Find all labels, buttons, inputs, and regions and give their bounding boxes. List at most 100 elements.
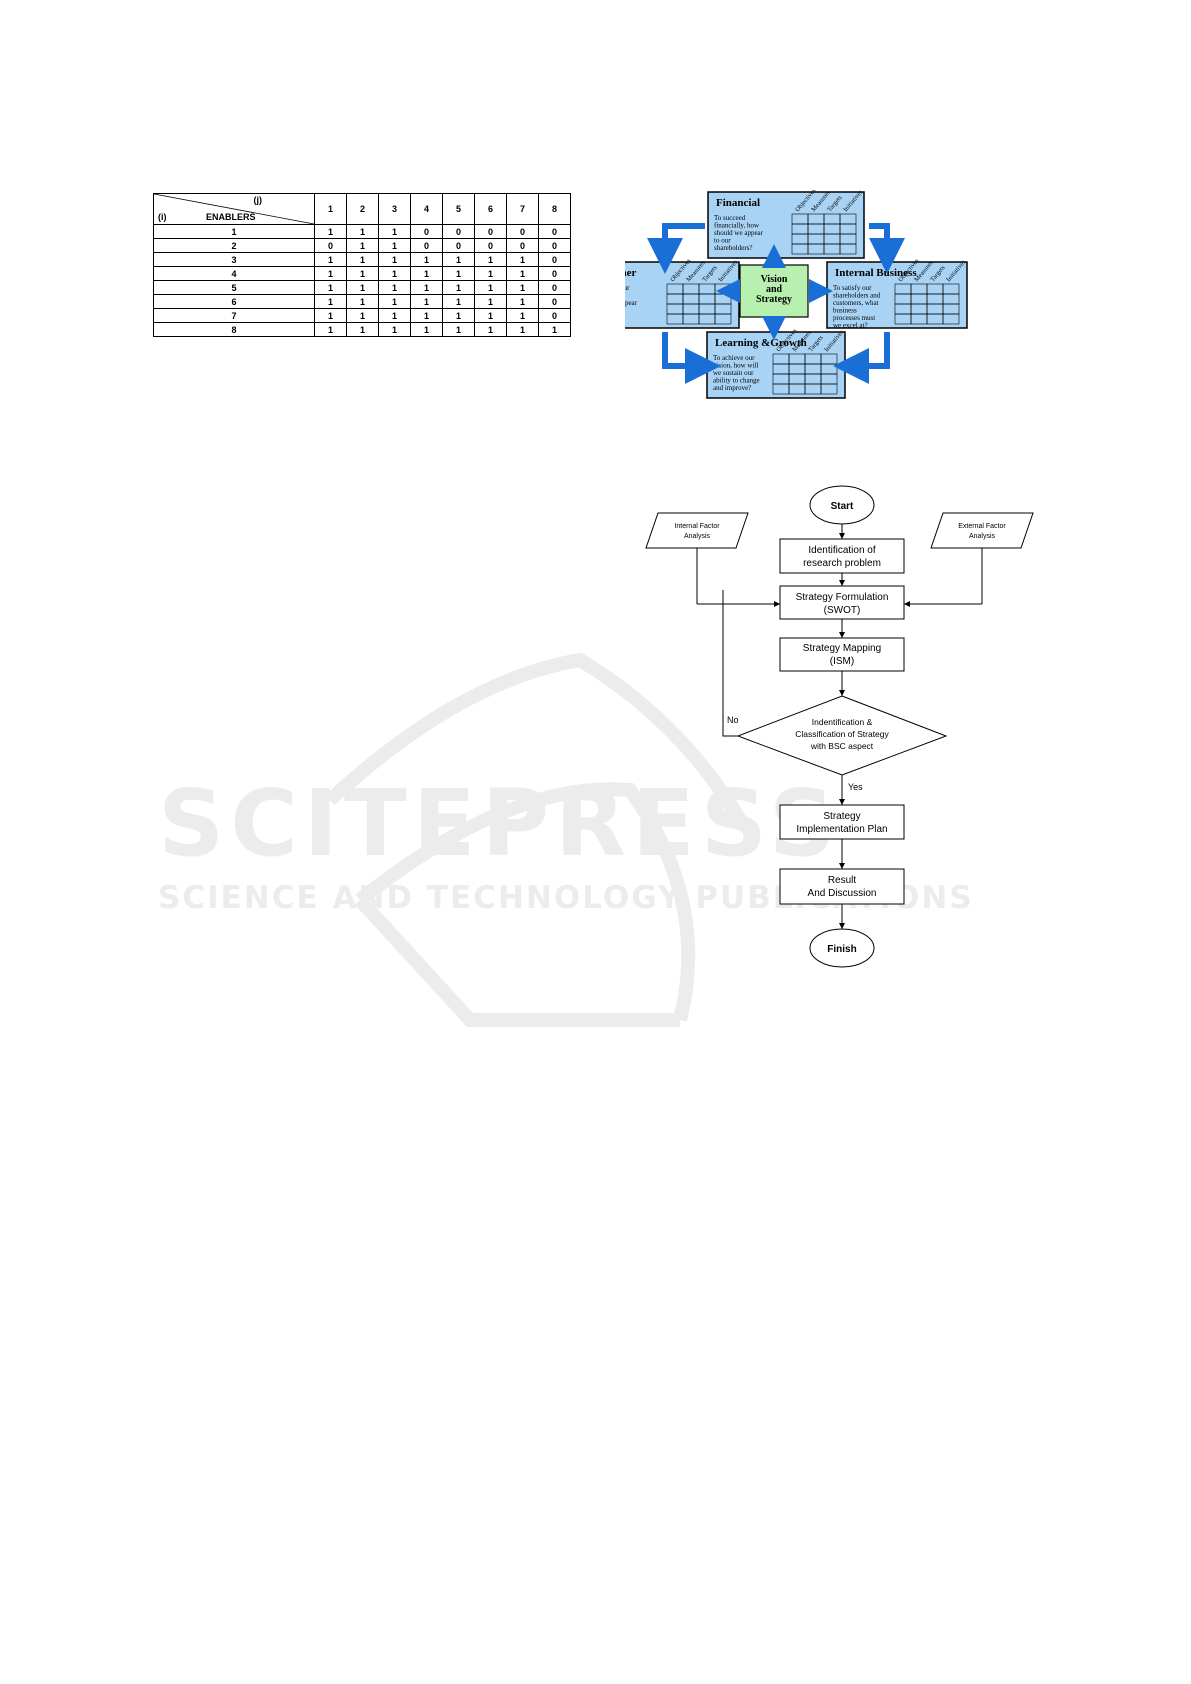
decision-label: Indentification & xyxy=(812,717,873,727)
external-factor-box xyxy=(930,512,1034,549)
implementation-box xyxy=(779,804,905,840)
flow-arrow-head xyxy=(839,923,845,929)
matrix-cell: 1 xyxy=(506,308,539,323)
bsc-financial-text: shareholders? xyxy=(714,244,752,252)
identification-label: research problem xyxy=(803,558,881,569)
bsc-financial-title: Financial xyxy=(716,197,760,209)
matrix-cell: 1 xyxy=(314,294,347,309)
external-factor-label: External Factor xyxy=(958,523,1006,530)
corner-arrow-icon xyxy=(662,332,721,384)
matrix-row-label: 1 xyxy=(153,224,315,239)
decision-label: with BSC aspect xyxy=(810,741,874,751)
matrix-corner-header: (j)(i)ENABLERS xyxy=(153,193,315,225)
mapping-label: (ISM) xyxy=(830,656,854,667)
external-factor-label: Analysis xyxy=(969,533,996,540)
matrix-cell: 0 xyxy=(538,238,571,253)
matrix-cell: 1 xyxy=(410,252,443,267)
matrix-cell: 1 xyxy=(314,224,347,239)
matrix-cell: 0 xyxy=(410,238,443,253)
matrix-cell: 0 xyxy=(538,294,571,309)
flow-arrow-head xyxy=(774,601,780,607)
result-label: And Discussion xyxy=(808,888,877,899)
bsc-financial-grid-cell xyxy=(839,243,857,255)
flow-arrow-head xyxy=(839,690,845,696)
matrix-row-label: 7 xyxy=(153,308,315,323)
matrix-cell: 1 xyxy=(410,266,443,281)
matrix-cell: 1 xyxy=(442,266,475,281)
matrix-row-label: 3 xyxy=(153,252,315,267)
bsc-learning-text: ability to change xyxy=(713,377,760,385)
matrix-cell: 0 xyxy=(538,266,571,281)
bsc-internal-grid-cell xyxy=(942,313,960,325)
corner-arrow-icon xyxy=(647,223,705,274)
matrix-cell: 1 xyxy=(378,294,411,309)
formulation-label: Strategy Formulation xyxy=(796,592,889,603)
implementation-label: Strategy xyxy=(823,811,860,822)
matrix-cell: 1 xyxy=(506,280,539,295)
matrix-cell: 1 xyxy=(314,308,347,323)
matrix-cell: 0 xyxy=(474,238,507,253)
bsc-customer-grid-cell xyxy=(714,313,732,325)
matrix-cell: 1 xyxy=(378,224,411,239)
matrix-column-header: 3 xyxy=(378,193,411,225)
matrix-cell: 0 xyxy=(538,224,571,239)
flow-arrow-head xyxy=(839,533,845,539)
matrix-row-label: 5 xyxy=(153,280,315,295)
no-loop-line xyxy=(722,590,738,737)
bsc-internal-text: shareholders and xyxy=(833,292,881,300)
mapping-label: Strategy Mapping xyxy=(803,643,881,654)
bsc-vision-text: and xyxy=(766,284,783,295)
matrix-cell: 1 xyxy=(346,266,379,281)
matrix-cell: 1 xyxy=(346,238,379,253)
bsc-financial-text: to our xyxy=(714,237,731,245)
bsc-financial-box xyxy=(707,191,865,259)
matrix-cell: 1 xyxy=(346,322,379,337)
bsc-internal-text: business xyxy=(833,307,857,315)
matrix-cell: 1 xyxy=(442,280,475,295)
matrix-cell: 1 xyxy=(474,252,507,267)
matrix-row-label: 6 xyxy=(153,294,315,309)
matrix-cell: 0 xyxy=(538,308,571,323)
matrix-cell: 1 xyxy=(378,308,411,323)
matrix-column-header: 5 xyxy=(442,193,475,225)
matrix-cell: 1 xyxy=(474,294,507,309)
matrix-cell: 1 xyxy=(474,266,507,281)
matrix-cell: 1 xyxy=(506,266,539,281)
bsc-learning-box xyxy=(706,331,846,399)
bsc-learning-title: Learning &Growth xyxy=(715,337,807,349)
matrix-cell: 1 xyxy=(346,308,379,323)
matrix-row-label: 8 xyxy=(153,322,315,337)
bsc-vision-text: Vision xyxy=(761,274,788,285)
no-label: No xyxy=(727,715,739,725)
matrix-cell: 0 xyxy=(442,224,475,239)
formulation-label: (SWOT) xyxy=(824,605,861,616)
corner-arrow-icon xyxy=(869,223,905,274)
internal-factor-label: Analysis xyxy=(684,533,711,540)
bsc-financial-text: financially, how xyxy=(714,222,760,230)
implementation-label: Implementation Plan xyxy=(796,824,887,835)
matrix-cell: 0 xyxy=(538,280,571,295)
bsc-learning-text: we sustain our xyxy=(713,369,754,377)
matrix-row-label: 2 xyxy=(153,238,315,253)
matrix-cell: 1 xyxy=(410,308,443,323)
bsc-financial-text: To succeed xyxy=(714,214,746,222)
matrix-column-header: 8 xyxy=(538,193,571,225)
matrix-column-header: 4 xyxy=(410,193,443,225)
decision-label: Classification of Strategy xyxy=(795,729,889,739)
flow-arrow-head xyxy=(839,632,845,638)
bsc-learning-text: vision, how will xyxy=(713,362,758,370)
matrix-cell: 0 xyxy=(538,252,571,267)
matrix-column-header: 2 xyxy=(346,193,379,225)
matrix-cell: 0 xyxy=(474,224,507,239)
